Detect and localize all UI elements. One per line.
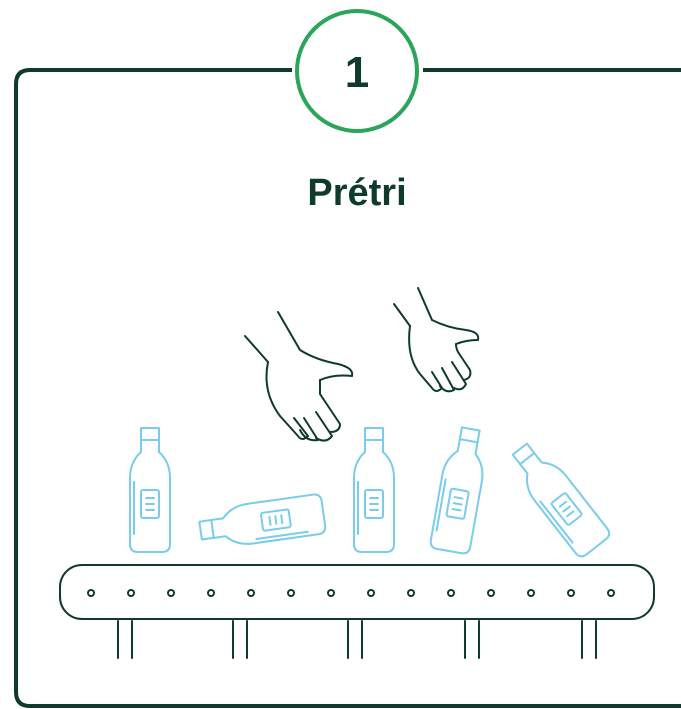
hand-icon [244, 311, 354, 442]
hand-icon [393, 287, 480, 393]
card-frame [14, 68, 681, 708]
step-title: Prétri [307, 172, 406, 214]
bottle-icon [503, 435, 613, 561]
step-number: 1 [345, 48, 369, 97]
bottle-icon [196, 492, 328, 552]
conveyor-belt-icon [59, 564, 655, 659]
bottle-icon [428, 424, 492, 556]
step-badge: 1 [295, 9, 419, 133]
bottle-icon [129, 427, 171, 553]
bottle-icon [353, 427, 395, 553]
